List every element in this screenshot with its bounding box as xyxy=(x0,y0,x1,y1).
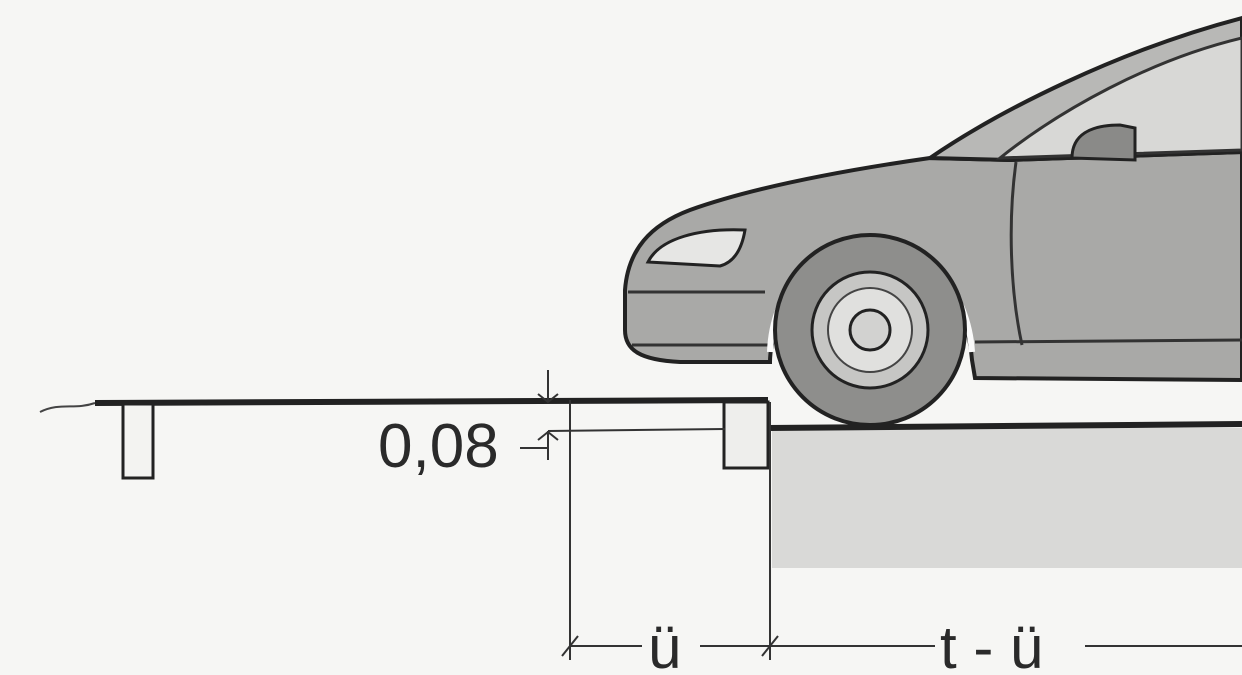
right-kerb-stone xyxy=(722,400,770,470)
car-sill-line xyxy=(974,338,1242,344)
car-mirror xyxy=(1070,123,1137,162)
parking-surface-line xyxy=(767,421,1242,431)
lower-level-reference-line xyxy=(547,428,726,432)
height-dimension-label: 0,08 xyxy=(378,412,499,481)
parking-floor-area xyxy=(772,428,1242,568)
car-door-line xyxy=(1009,161,1024,346)
car-front-wheel xyxy=(773,233,967,427)
overhang-dimension-line xyxy=(561,635,779,657)
car xyxy=(623,15,1242,427)
remaining-depth-label: t - ü xyxy=(940,614,1043,675)
left-kerb-post xyxy=(121,402,155,480)
car-headlight xyxy=(645,228,747,268)
car-side-window xyxy=(995,36,1242,160)
car-bumper-line xyxy=(628,290,768,347)
kerb-line xyxy=(39,397,769,413)
height-dimension xyxy=(537,370,559,460)
overhang-label: ü xyxy=(648,614,681,675)
